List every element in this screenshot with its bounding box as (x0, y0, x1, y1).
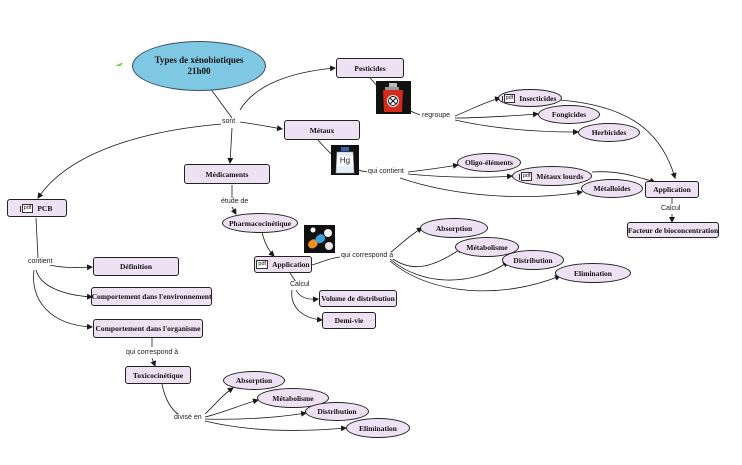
label-qui-correspond-mid: qui correspond à (340, 252, 395, 259)
node-absorption-top[interactable]: Absorption (420, 218, 488, 238)
main-subtitle: 21h00 (187, 66, 211, 76)
node-pesticides[interactable]: Pesticides (336, 58, 404, 78)
label-calcul-right: Calcul (660, 205, 682, 212)
mercury-symbol: Hg (339, 156, 351, 165)
main-concept-node[interactable]: Types de xénobiotiques 21h00 (132, 41, 266, 91)
label-regroupe: regroupe (421, 112, 452, 119)
node-oligo-elements-label: Oligo-éléments (465, 158, 513, 167)
node-elimination-bottom[interactable]: Elimination (346, 418, 410, 438)
node-fongicides-label: Fongicides (551, 110, 587, 119)
node-metaux[interactable]: Métaux (284, 120, 360, 140)
node-application-right-label: Application (653, 185, 691, 194)
node-insecticides[interactable]: pdf Insecticides (498, 89, 562, 107)
node-metaux-lourds-label: Métaux lourds (536, 171, 584, 181)
pdf-icon: pdf (254, 260, 269, 269)
mercury-bottle-icon: Hg (331, 145, 359, 175)
node-pcb[interactable]: pdf PCB (7, 199, 67, 217)
node-distribution-top[interactable]: Distribution (502, 250, 564, 270)
label-calcul-mid: Calcul (289, 281, 311, 288)
node-definition[interactable]: Définition (93, 257, 179, 276)
node-medicaments-label: Médicaments (205, 169, 249, 179)
node-elimination-top[interactable]: Elimination (555, 263, 631, 283)
node-pcb-label: PCB (37, 203, 53, 213)
node-volume-distribution-label: Volume de distribution (321, 294, 395, 303)
node-demi-vie-label: Demi-vie (334, 316, 364, 325)
node-metalloides-label: Métalloïdes (593, 184, 631, 193)
pdf-icon: pdf (19, 203, 34, 213)
node-herbicides[interactable]: Herbicides (578, 123, 640, 142)
node-volume-distribution[interactable]: Volume de distribution (319, 290, 397, 307)
node-pharmacocinetique-label: Pharmacocinétique (228, 218, 292, 228)
label-contient: contient (27, 258, 54, 265)
node-distribution-bottom[interactable]: Distribution (305, 402, 369, 421)
node-fongicides[interactable]: Fongicides (538, 105, 600, 124)
main-title: Types de xénobiotiques (154, 55, 244, 65)
node-pesticides-label: Pesticides (354, 63, 386, 73)
node-toxicocinetique-label: Toxicocinétique (132, 370, 184, 380)
node-insecticides-label: Insecticides (519, 93, 557, 103)
node-facteur-bioconcentration-label: Facteur de bioconcentration (627, 225, 719, 235)
node-metaux-lourds[interactable]: pdf Métaux lourds (512, 166, 592, 186)
node-application-mid[interactable]: pdf Application (254, 256, 312, 273)
pdf-icon: pdf (501, 93, 516, 103)
node-pharmacocinetique[interactable]: Pharmacocinétique (222, 213, 298, 233)
node-metabolisme-bottom-label: Métabolisme (272, 393, 314, 403)
node-metabolisme-top[interactable]: Métabolisme (455, 237, 519, 257)
label-qui-contient: qui contient (367, 168, 405, 175)
label-divise-en: divisé en (173, 414, 203, 421)
node-absorption-top-label: Absorption (435, 223, 473, 233)
node-elimination-bottom-label: Elimination (359, 423, 397, 433)
node-absorption-bottom-label: Absorption (235, 376, 273, 385)
node-definition-label: Définition (119, 262, 153, 271)
node-distribution-top-label: Distribution (513, 255, 553, 265)
node-medicaments[interactable]: Médicaments (184, 164, 270, 184)
node-comportement-environnement-label: Comportement dans l'environnement (91, 292, 212, 301)
node-comportement-organisme[interactable]: Comportement dans l'organisme (93, 319, 203, 338)
leaf-mark-icon (115, 62, 123, 66)
node-metabolisme-top-label: Métabolisme (466, 242, 508, 252)
node-metaux-label: Métaux (309, 125, 335, 135)
node-application-mid-label: Application (272, 260, 310, 269)
pills-icon (304, 225, 335, 253)
node-herbicides-label: Herbicides (591, 128, 627, 137)
pdf-icon: pdf (518, 171, 533, 181)
node-comportement-environnement[interactable]: Comportement dans l'environnement (91, 287, 212, 306)
node-comportement-organisme-label: Comportement dans l'organisme (95, 324, 201, 333)
node-facteur-bioconcentration[interactable]: Facteur de bioconcentration (627, 222, 719, 238)
node-demi-vie[interactable]: Demi-vie (322, 312, 376, 329)
node-metalloides[interactable]: Métalloïdes (581, 179, 643, 198)
pesticide-spray-icon (376, 81, 411, 114)
node-absorption-bottom[interactable]: Absorption (223, 371, 285, 390)
label-sont: sont (221, 118, 237, 125)
node-elimination-top-label: Elimination (574, 268, 612, 278)
mercury-bottle-shape (335, 147, 355, 174)
node-oligo-elements[interactable]: Oligo-éléments (457, 153, 521, 172)
node-metabolisme-bottom[interactable]: Métabolisme (257, 388, 329, 408)
label-etude-de: étude de (220, 198, 250, 205)
node-distribution-bottom-label: Distribution (317, 407, 357, 416)
label-qui-correspond-bottom: qui correspond à (125, 349, 180, 356)
node-toxicocinetique[interactable]: Toxicocinétique (125, 366, 191, 384)
node-application-right[interactable]: Application (645, 181, 699, 198)
